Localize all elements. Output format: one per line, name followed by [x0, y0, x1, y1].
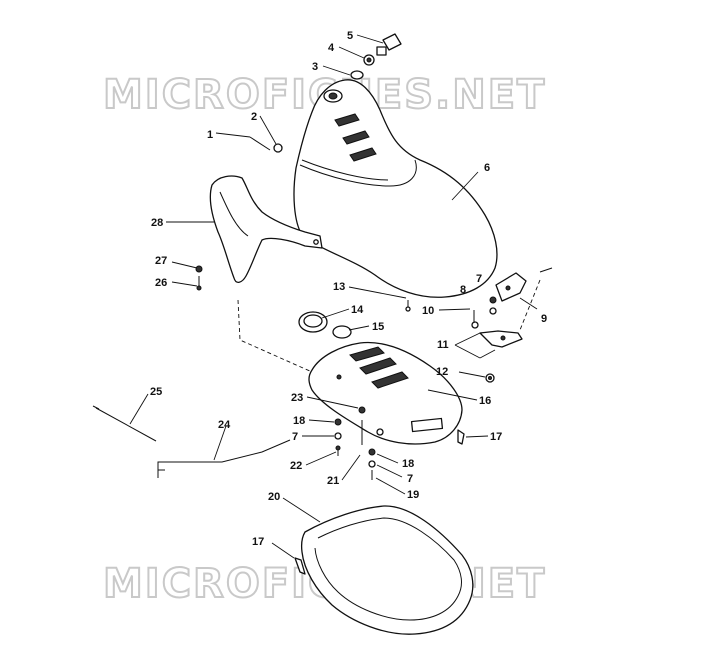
callout-14: 14	[351, 304, 364, 316]
callout-17-left: 17	[252, 536, 264, 548]
callout-1: 1	[207, 129, 213, 141]
gauge	[298, 311, 328, 333]
seat-hardware-left	[249, 136, 283, 153]
callout-15: 15	[372, 321, 384, 333]
callout-9: 9	[541, 313, 547, 325]
callout-18-right: 18	[402, 458, 414, 470]
fuel-tank	[308, 341, 463, 445]
tank-hardware-left	[334, 406, 366, 456]
callout-25: 25	[150, 386, 162, 398]
callout-27: 27	[155, 255, 167, 267]
callout-4: 4	[328, 42, 335, 54]
filler-neck	[332, 325, 352, 339]
callout-6: 6	[484, 162, 490, 174]
callout-24: 24	[218, 419, 231, 431]
pin	[405, 300, 411, 312]
alignment-line	[237, 299, 313, 373]
tank-hardware-right	[368, 448, 376, 480]
storage-tray	[300, 505, 474, 635]
bracket-assembly	[454, 267, 553, 383]
callout-7-left: 7	[292, 431, 298, 443]
clip-right	[457, 429, 465, 445]
callout-12: 12	[436, 366, 448, 378]
callout-22: 22	[290, 460, 302, 472]
callout-11: 11	[437, 339, 449, 351]
callout-18-left: 18	[293, 415, 305, 427]
fuel-cap-assembly	[350, 33, 402, 80]
callout-2: 2	[251, 111, 257, 123]
callout-13: 13	[333, 281, 345, 293]
shroud-fasteners	[195, 265, 203, 291]
callout-23: 23	[291, 392, 303, 404]
callouts: 5 4 3 2 1 6 28 27 26 13 7 8 14 10 9 15 1…	[150, 30, 547, 548]
callout-20: 20	[268, 491, 280, 503]
callout-28: 28	[151, 217, 163, 229]
callout-21: 21	[327, 475, 339, 487]
callout-10: 10	[422, 305, 434, 317]
callout-16: 16	[479, 395, 491, 407]
clip-left	[294, 557, 306, 575]
control-rod	[157, 439, 291, 478]
cable	[92, 405, 157, 442]
callout-17-right: 17	[490, 431, 502, 443]
callout-7-upper: 7	[476, 273, 482, 285]
leader-lines	[129, 34, 538, 559]
callout-19: 19	[407, 489, 419, 501]
seat	[293, 79, 498, 298]
callout-5: 5	[347, 30, 353, 42]
callout-26: 26	[155, 277, 167, 289]
shroud	[209, 175, 323, 283]
callout-7-right: 7	[407, 473, 413, 485]
callout-3: 3	[312, 61, 318, 73]
callout-8: 8	[460, 284, 466, 296]
